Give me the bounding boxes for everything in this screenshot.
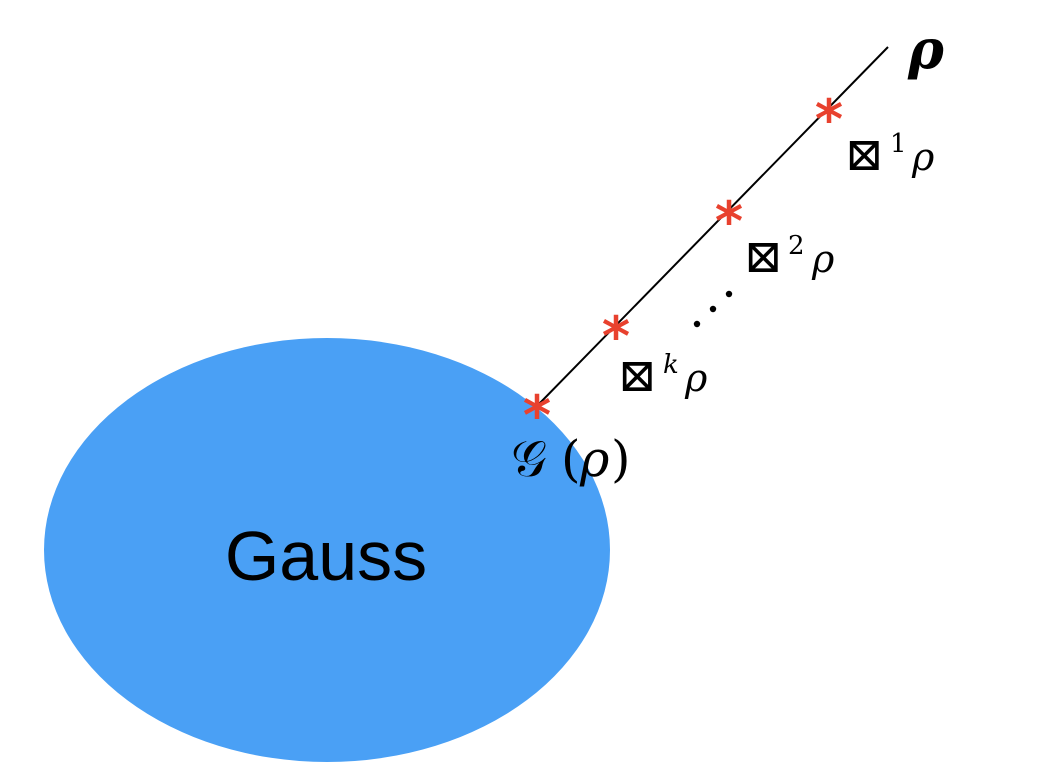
marker-label-1: ⊠ 1 ρ	[845, 127, 935, 181]
projection-close-paren: )	[611, 430, 631, 488]
power-superscript: 1	[890, 129, 907, 159]
marker-star-k: *	[602, 305, 630, 368]
projection-open-paren: (	[561, 430, 581, 488]
dot	[725, 290, 733, 298]
endpoint-rho-label: ρ	[907, 17, 945, 81]
ellipsis-dots	[693, 290, 733, 328]
marker-star-1: *	[815, 88, 843, 151]
gauss-region	[44, 338, 610, 762]
gauss-label: Gauss	[225, 517, 427, 595]
marker-star-2: *	[715, 190, 743, 253]
marker-label-k: ⊠ k ρ	[618, 348, 708, 402]
power-superscript: 2	[788, 231, 805, 261]
dot	[693, 320, 701, 328]
boxtimes-symbol: ⊠	[618, 348, 657, 402]
boxtimes-symbol: ⊠	[845, 127, 884, 181]
projection-label: 𝒢 ( ρ )	[511, 430, 631, 488]
projection-script-g: 𝒢	[511, 430, 547, 488]
marker-label-2: ⊠ 2 ρ	[744, 229, 835, 283]
marker-star-projection: *	[523, 384, 551, 447]
projection-arg-rho: ρ	[579, 430, 610, 488]
dot	[709, 305, 717, 313]
rho-symbol: ρ	[811, 237, 835, 281]
rho-symbol: ρ	[911, 135, 935, 179]
path-line	[536, 46, 889, 407]
boxtimes-symbol: ⊠	[744, 229, 783, 283]
power-superscript: k	[663, 350, 679, 380]
rho-symbol: ρ	[684, 356, 708, 400]
